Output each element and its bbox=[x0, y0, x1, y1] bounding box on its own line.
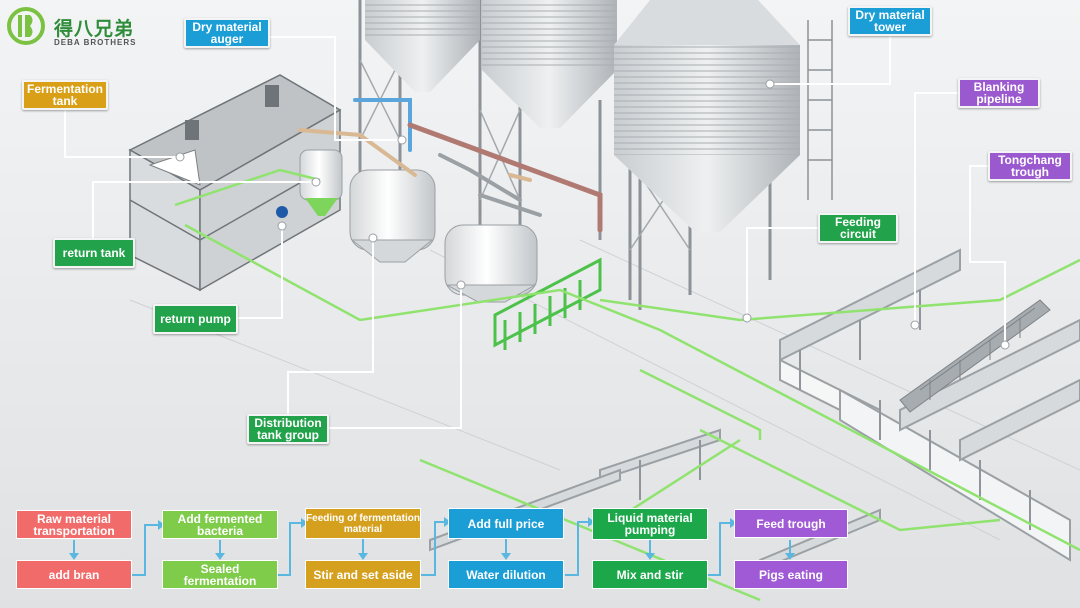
tongchang-trough-shape bbox=[899, 299, 1051, 413]
step-stir-and-set-aside: Stir and set aside bbox=[305, 560, 421, 589]
step-raw-material-transportation: Raw material transportation bbox=[16, 510, 132, 539]
callout-dry-material-tower: Dry material tower bbox=[848, 6, 932, 36]
flow-arrow-heads bbox=[69, 517, 795, 560]
pipes bbox=[298, 98, 603, 233]
brand-logo: 得八兄弟 DEBA BROTHERS bbox=[6, 6, 146, 47]
leader-dots bbox=[175, 79, 1010, 350]
callout-feeding-circuit: Feeding circuit bbox=[818, 213, 898, 243]
silo-dry-material-tower bbox=[614, 0, 800, 232]
brand-name-cn: 得八兄弟 bbox=[54, 18, 135, 40]
brand-logo-mark bbox=[7, 7, 45, 45]
step-add-bran: add bran bbox=[16, 560, 132, 589]
step-add-fermented-bacteria: Add fermented bacteria bbox=[162, 510, 278, 539]
silo-left bbox=[365, 0, 480, 92]
step-liquid-material-pumping: Liquid material pumping bbox=[592, 508, 708, 540]
trough-rails bbox=[919, 307, 1036, 400]
step-feeding-of-fermentation-material: Feeding of fermentation material bbox=[305, 508, 421, 539]
distribution-tanks bbox=[349, 169, 538, 303]
silo-ladder bbox=[807, 20, 833, 200]
fence-posts bbox=[639, 290, 1031, 530]
step-pigs-eating: Pigs eating bbox=[734, 560, 848, 589]
callout-return-pump: return pump bbox=[153, 304, 238, 334]
step-feed-trough: Feed trough bbox=[734, 509, 848, 538]
callout-distribution-tank-group: Distribution tank group bbox=[247, 414, 329, 444]
brand-name-en: DEBA BROTHERS bbox=[54, 38, 137, 47]
step-sealed-fermentation: Sealed fermentation bbox=[162, 560, 278, 589]
step-water-dilution: Water dilution bbox=[448, 560, 564, 589]
callout-blanking-pipeline: Blanking pipeline bbox=[958, 78, 1040, 108]
silo-middle bbox=[482, 0, 617, 128]
step-add-full-price: Add full price bbox=[448, 508, 564, 539]
leader-lines bbox=[64, 35, 1006, 429]
green-manifold bbox=[493, 257, 602, 350]
callout-return-tank: return tank bbox=[53, 238, 135, 268]
step-mix-and-stir: Mix and stir bbox=[592, 560, 708, 589]
callout-fermentation-tank: Fermentation tank bbox=[22, 80, 108, 110]
callout-dry-material-auger: Dry material auger bbox=[184, 18, 270, 48]
callout-tongchang-trough: Tongchang trough bbox=[988, 151, 1072, 181]
